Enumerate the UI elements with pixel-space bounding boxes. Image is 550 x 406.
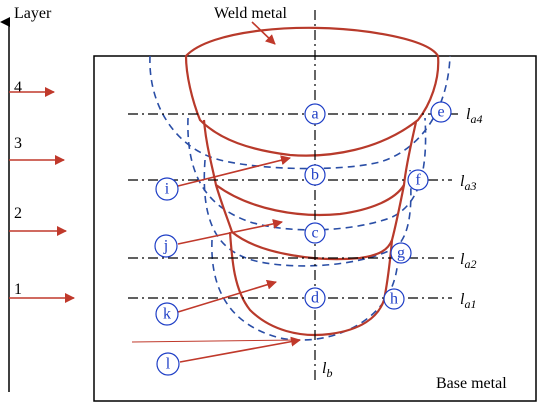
weld-metal-arrow [251,21,276,45]
point-e: e [430,101,452,123]
point-c: c [304,222,326,244]
svg-text:i: i [165,181,170,198]
svg-text:d: d [311,290,319,307]
point-h: h [383,288,405,310]
layer-2-label: 2 [14,205,22,222]
svg-text:c: c [311,225,318,242]
label-la2: la2 [460,251,476,271]
arrow-l [179,336,301,363]
svg-text:j: j [163,238,168,255]
point-g: g [390,242,412,264]
guide-line-l [131,339,301,343]
layer-axis-label: Layer [14,5,52,22]
layer-1-label: 1 [14,281,22,298]
arrow-j [177,218,283,245]
svg-text:g: g [397,245,405,262]
layer-4-label: 4 [14,79,22,96]
weld-layer-boundaries [184,26,440,337]
layer-3-label: 3 [14,135,22,152]
label-la1: la1 [460,291,476,311]
svg-text:e: e [437,104,444,121]
base-metal-label: Base metal [436,375,507,392]
weld-metal-label: Weld metal [214,5,287,22]
svg-text:a: a [311,106,318,123]
point-k: k [155,302,179,326]
arrow-k [177,279,277,313]
svg-text:k: k [163,306,171,323]
point-l: l [156,352,180,376]
svg-text:l: l [166,356,171,373]
svg-text:f: f [415,172,421,189]
point-a: a [304,103,326,125]
svg-text:h: h [390,291,398,308]
label-la3: la3 [460,173,476,193]
label-la4: la4 [466,106,482,126]
point-f: f [407,169,429,191]
arrow-i [177,155,291,187]
point-i: i [155,177,179,201]
point-j: j [154,234,178,258]
point-b: b [304,164,326,186]
label-lb: lb [322,360,332,380]
svg-text:b: b [311,167,319,184]
point-d: d [304,287,326,309]
